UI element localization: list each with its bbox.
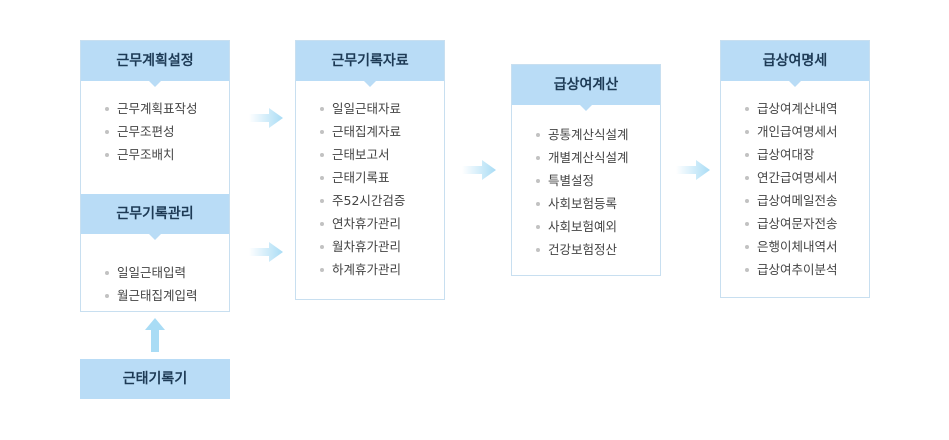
- work-record-manage-header: 근무기록관리: [81, 194, 229, 240]
- attendance-device-box: 근태기록기: [80, 359, 230, 399]
- work-plan-box: 근무계획설정 근무계획표작성 근무조편성 근무조배치 근무기록관리 일일근태입력…: [80, 40, 230, 312]
- list-item: 공통계산식설계: [536, 123, 660, 146]
- arrow-right-icon: [249, 242, 283, 262]
- list-item: 사회보험예외: [536, 215, 660, 238]
- arrow-right-icon: [676, 160, 710, 180]
- work-records-box: 근무기록자료 일일근태자료 근태집계자료 근태보고서 근태기록표 주52시간검증…: [295, 40, 445, 300]
- work-records-title: 근무기록자료: [331, 53, 409, 69]
- payroll-calc-list: 공통계산식설계 개별계산식설계 특별설정 사회보험등록 사회보험예외 건강보험정…: [512, 105, 660, 261]
- list-item: 하계휴가관리: [320, 258, 444, 281]
- header-notch: [364, 81, 376, 87]
- list-item: 근태집계자료: [320, 120, 444, 143]
- list-item: 일일근태입력: [105, 261, 198, 284]
- list-item: 근태보고서: [320, 143, 444, 166]
- arrow-right-icon: [462, 160, 496, 180]
- payroll-calc-header: 급상여계산: [512, 65, 660, 111]
- list-item: 개별계산식설계: [536, 146, 660, 169]
- payroll-statement-title: 급상여명세: [762, 53, 828, 69]
- list-item: 근태기록표: [320, 166, 444, 189]
- work-plan-header: 근무계획설정: [81, 41, 229, 87]
- arrow-right-icon: [249, 108, 283, 128]
- list-item: 월근태집계입력: [105, 284, 198, 307]
- payroll-statement-list: 급상여계산내역 개인급여명세서 급상여대장 연간급여명세서 급상여메일전송 급상…: [721, 81, 869, 281]
- list-item: 연차휴가관리: [320, 212, 444, 235]
- work-record-manage-title: 근무기록관리: [116, 206, 194, 222]
- list-item: 급상여계산내역: [745, 97, 869, 120]
- work-records-list: 일일근태자료 근태집계자료 근태보고서 근태기록표 주52시간검증 연차휴가관리…: [296, 81, 444, 281]
- payroll-statement-header: 급상여명세: [721, 41, 869, 87]
- work-records-header: 근무기록자료: [296, 41, 444, 87]
- list-item: 급상여대장: [745, 143, 869, 166]
- list-item: 주52시간검증: [320, 189, 444, 212]
- list-item: 은행이체내역서: [745, 235, 869, 258]
- list-item: 일일근태자료: [320, 97, 444, 120]
- header-notch: [580, 105, 592, 111]
- list-item: 급상여메일전송: [745, 189, 869, 212]
- payroll-statement-box: 급상여명세 급상여계산내역 개인급여명세서 급상여대장 연간급여명세서 급상여메…: [720, 40, 870, 298]
- list-item: 사회보험등록: [536, 192, 660, 215]
- list-item: 특별설정: [536, 169, 660, 192]
- list-item: 근무계획표작성: [105, 97, 229, 120]
- payroll-calc-box: 급상여계산 공통계산식설계 개별계산식설계 특별설정 사회보험등록 사회보험예외…: [511, 64, 661, 276]
- payroll-calc-title: 급상여계산: [553, 77, 619, 93]
- list-item: 근무조배치: [105, 143, 229, 166]
- list-item: 건강보험정산: [536, 238, 660, 261]
- list-item: 개인급여명세서: [745, 120, 869, 143]
- list-item: 급상여문자전송: [745, 212, 869, 235]
- attendance-device-title: 근태기록기: [122, 371, 188, 387]
- header-notch: [789, 81, 801, 87]
- header-notch: [149, 234, 161, 240]
- header-notch: [149, 81, 161, 87]
- work-plan-title: 근무계획설정: [116, 53, 194, 69]
- list-item: 근무조편성: [105, 120, 229, 143]
- list-item: 연간급여명세서: [745, 166, 869, 189]
- list-item: 급상여추이분석: [745, 258, 869, 281]
- list-item: 월차휴가관리: [320, 235, 444, 258]
- work-plan-list: 근무계획표작성 근무조편성 근무조배치: [81, 81, 229, 166]
- arrow-up-icon: [145, 318, 165, 352]
- work-record-manage-list: 일일근태입력 월근태집계입력: [81, 247, 198, 307]
